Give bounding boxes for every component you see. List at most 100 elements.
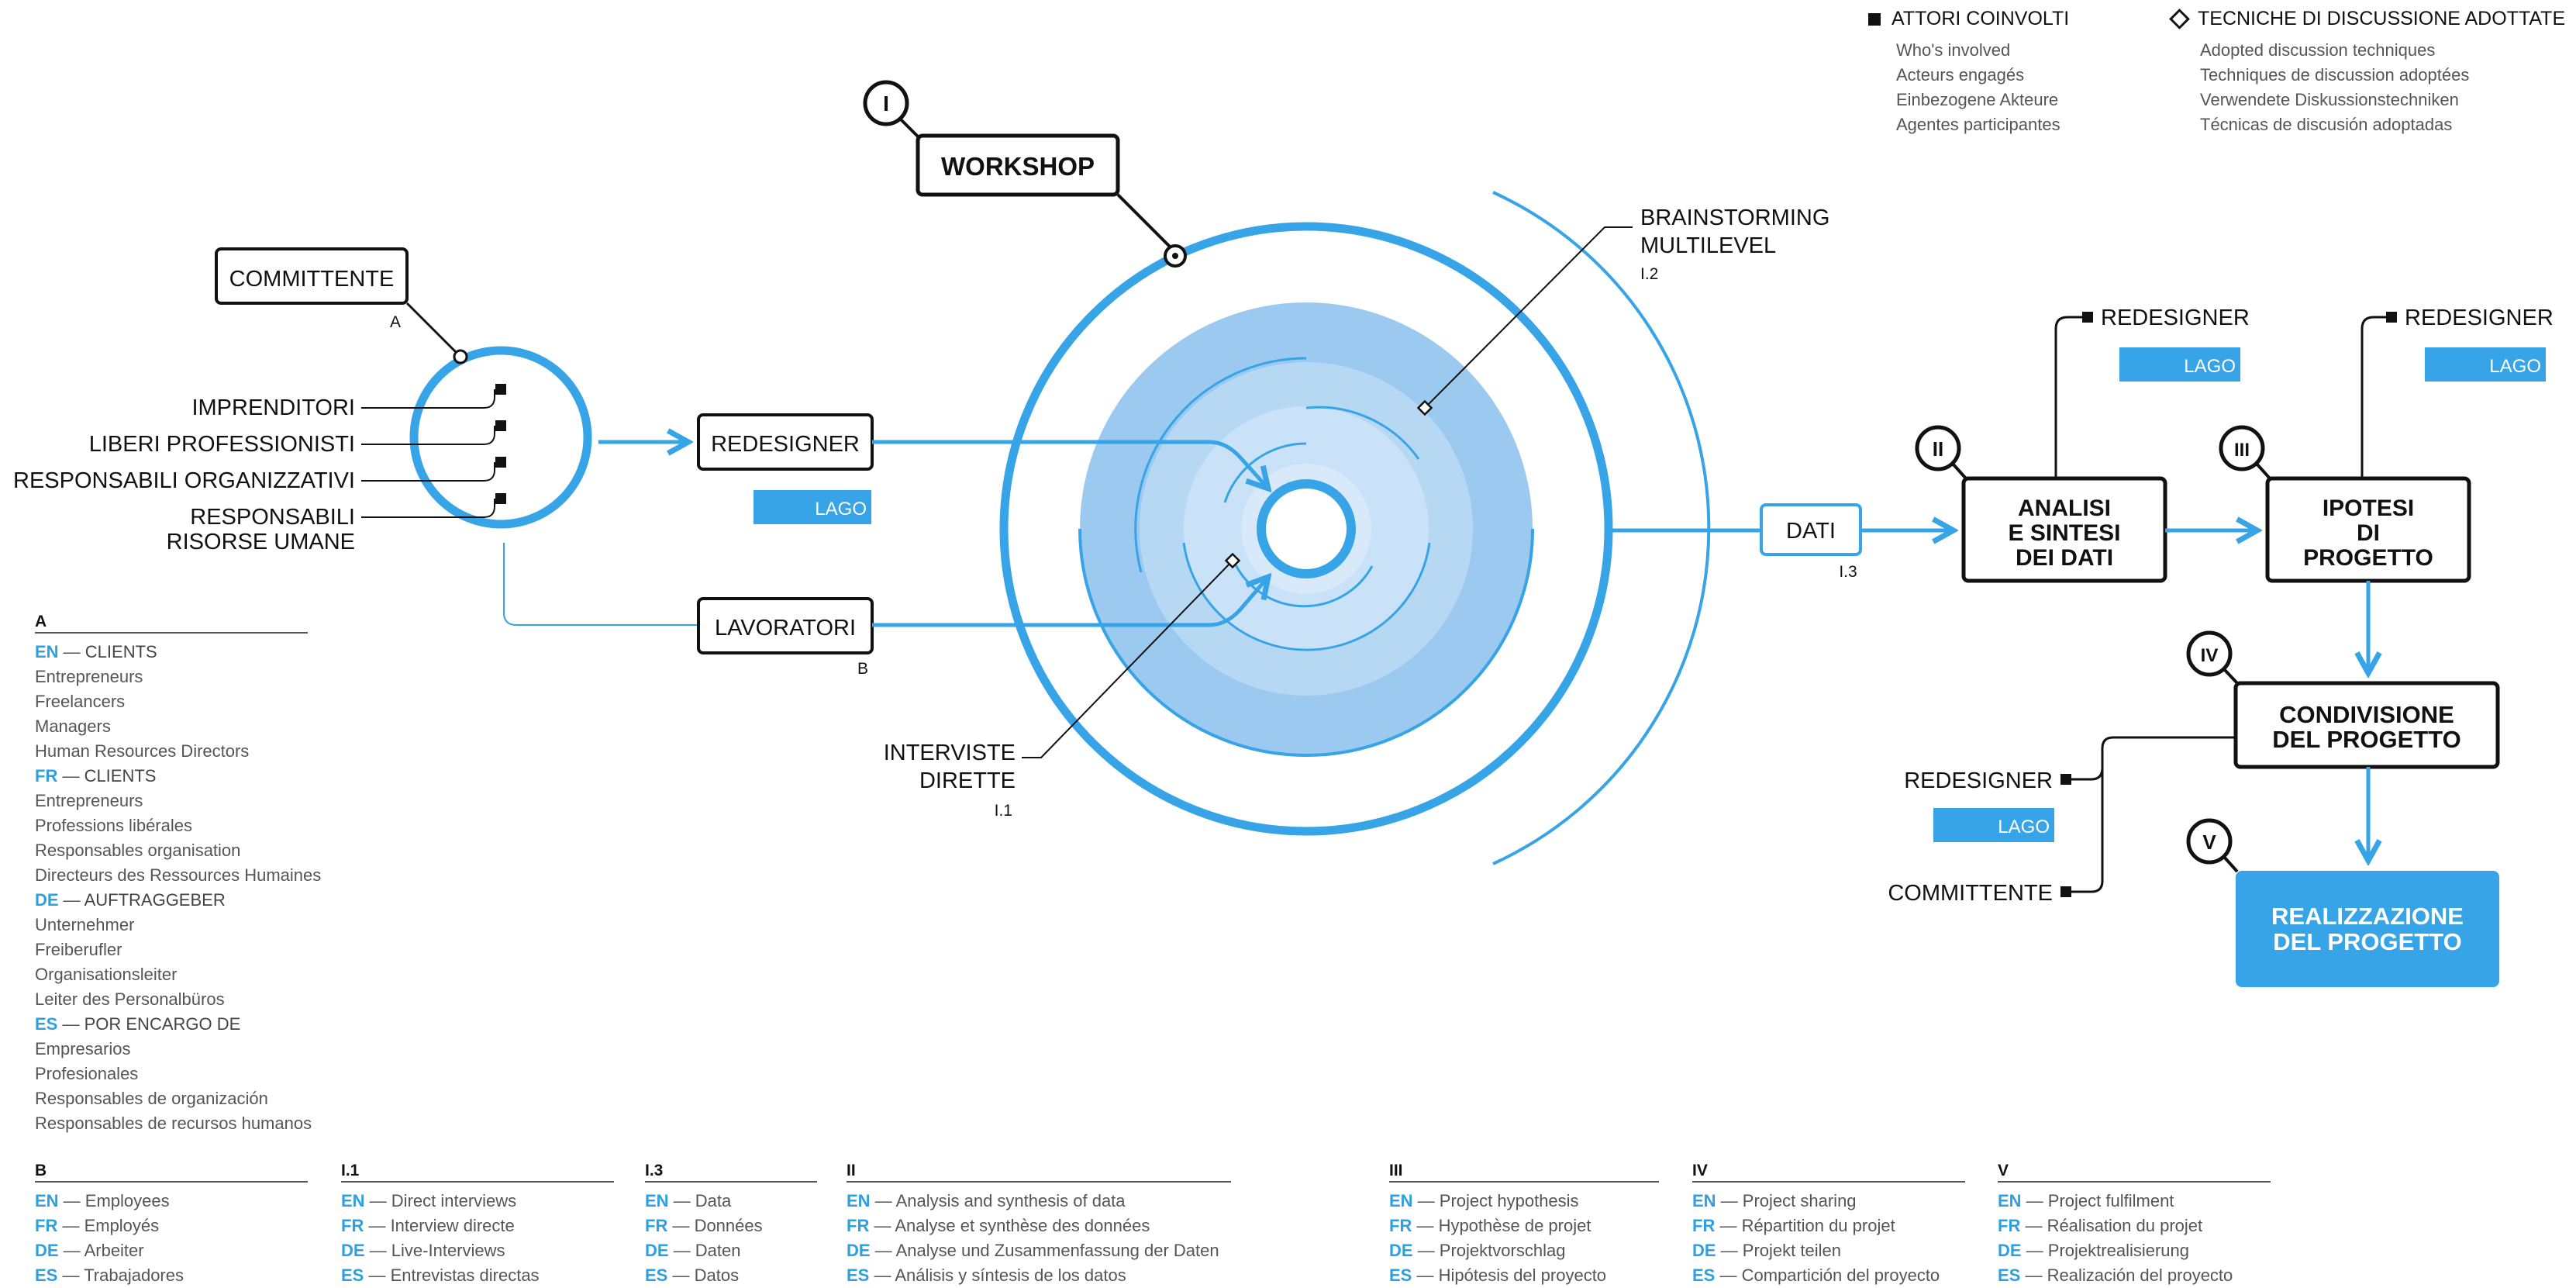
legend-actors-line: Einbezogene Akteure bbox=[1896, 90, 2059, 109]
legend-techniques-line: Técnicas de discusión adoptadas bbox=[2200, 115, 2453, 134]
committente-ref: A bbox=[390, 313, 401, 331]
lavoratori-box[interactable]: LAVORATORI bbox=[697, 597, 874, 654]
redesigner-to-center-arrow bbox=[872, 440, 1268, 489]
analisi-badge-connector bbox=[1951, 462, 1967, 480]
lago-tag-1: LAGO bbox=[753, 490, 871, 524]
note-a-item: Unternehmer bbox=[35, 915, 135, 934]
realizzazione-box[interactable]: REALIZZAZIONE DEL PROGETTO bbox=[2236, 871, 2499, 987]
role-square-icons bbox=[495, 384, 506, 504]
ipotesi-actor-square-icon bbox=[2386, 312, 2397, 323]
svg-text:INTERVISTE: INTERVISTE bbox=[884, 741, 1016, 765]
workshop-connector bbox=[1116, 193, 1172, 249]
note-b-heading: B bbox=[35, 1162, 308, 1183]
svg-text:LAGO: LAGO bbox=[2184, 356, 2236, 377]
note-b-row: FR — Employés bbox=[35, 1216, 160, 1235]
svg-text:DIRETTE: DIRETTE bbox=[919, 768, 1016, 793]
committente-box[interactable]: COMMITTENTE bbox=[215, 247, 409, 305]
condivisione-actors-bracket bbox=[2071, 736, 2236, 893]
note-iv-row: FR — Répartition du projet bbox=[1692, 1216, 1895, 1235]
realizzazione-line-1: REALIZZAZIONE bbox=[2271, 903, 2464, 930]
analisi-actor-square-icon bbox=[2082, 312, 2093, 323]
legend-actors-title: ATTORI COINVOLTI bbox=[1891, 8, 2070, 29]
legend-techniques-line: Verwendete Diskussionstechniken bbox=[2200, 90, 2459, 109]
condivisione-line-2: DEL PROGETTO bbox=[2272, 726, 2460, 753]
note-iv-heading: IV bbox=[1692, 1162, 1965, 1183]
note-i1-row: ES — Entrevistas directas bbox=[341, 1266, 540, 1285]
lavoratori-label: LAVORATORI bbox=[715, 616, 856, 641]
ipotesi-box[interactable]: IPOTESI DI PROGETTO bbox=[2265, 476, 2471, 583]
svg-text:I: I bbox=[883, 92, 889, 116]
note-i3-row: ES — Datos bbox=[645, 1266, 740, 1285]
note-ii-row: DE — Analyse und Zusammenfassung der Dat… bbox=[847, 1241, 1219, 1260]
ipotesi-actor-leader bbox=[2360, 316, 2391, 478]
analisi-line-2: E SINTESI bbox=[2008, 520, 2120, 546]
note-a-item: Leiter des Personalbüros bbox=[35, 989, 225, 1009]
note-a: A EN — CLIENTS Entrepreneurs Freelancers… bbox=[35, 613, 321, 1136]
ipotesi-badge-connector bbox=[2255, 462, 2271, 480]
condivisione-badge-connector bbox=[2223, 668, 2239, 685]
note-iii-row: ES — Hipótesis del proyecto bbox=[1389, 1266, 1607, 1285]
analisi-box[interactable]: ANALISI E SINTESI DEI DATI bbox=[1961, 476, 2167, 583]
filled-square-icon bbox=[1868, 12, 1881, 26]
legend-techniques-line: Adopted discussion techniques bbox=[2200, 40, 2436, 60]
ipotesi-line-2: DI bbox=[2357, 520, 2380, 546]
realizzazione-line-2: DEL PROGETTO bbox=[2273, 928, 2461, 955]
legend-actors-line: Who's involved bbox=[1896, 40, 2011, 60]
note-a-item: Responsables organisation bbox=[35, 841, 241, 860]
condivisione-box[interactable]: CONDIVISIONE DEL PROGETTO bbox=[2233, 681, 2500, 769]
svg-text:IV: IV bbox=[2201, 645, 2219, 666]
condivisione-actor2-square-icon bbox=[2060, 886, 2071, 897]
note-a-group-title: FR — CLIENTS bbox=[35, 766, 157, 786]
note-i3-row: EN — Data bbox=[645, 1191, 732, 1210]
note-a-heading: A bbox=[35, 613, 308, 634]
interviste-ref: I.1 bbox=[995, 802, 1012, 820]
role-leaders bbox=[361, 389, 495, 518]
hollow-diamond-icon bbox=[2169, 9, 2190, 29]
note-iii-heading: III bbox=[1389, 1162, 1659, 1183]
note-v-heading: V bbox=[1998, 1162, 2271, 1183]
dati-box[interactable]: DATI bbox=[1760, 503, 1862, 556]
note-a-item: Managers bbox=[35, 717, 111, 736]
lago-tag-4: LAGO bbox=[1933, 808, 2054, 842]
note-iv-row: ES — Compartición del proyecto bbox=[1692, 1266, 1940, 1285]
analisi-line-1: ANALISI bbox=[2018, 496, 2111, 521]
workshop-box[interactable]: WORKSHOP bbox=[916, 133, 1120, 197]
lago-tag-3: LAGO bbox=[2425, 347, 2546, 382]
note-i1-heading: I.1 bbox=[341, 1162, 614, 1183]
note-a-group-title: EN — CLIENTS bbox=[35, 642, 157, 661]
workshop-node-dot bbox=[1172, 253, 1178, 259]
note-a-item: Responsables de organización bbox=[35, 1089, 268, 1108]
note-a-item: Freiberufler bbox=[35, 940, 122, 959]
note-a-item: Responsables de recursos humanos bbox=[35, 1114, 312, 1133]
lavoratori-ref: B bbox=[857, 660, 868, 678]
note-iv-row: EN — Project sharing bbox=[1692, 1191, 1857, 1210]
ipotesi-numeral-badge: III bbox=[2219, 425, 2265, 471]
lavoratori-to-center-arrow bbox=[872, 577, 1268, 627]
redesigner-box[interactable]: REDESIGNER bbox=[697, 413, 874, 471]
svg-text:MULTILEVEL: MULTILEVEL bbox=[1640, 233, 1776, 258]
note-a-item: Entrepreneurs bbox=[35, 791, 143, 810]
role-imprenditori: IMPRENDITORI bbox=[191, 395, 355, 420]
dati-label: DATI bbox=[1786, 519, 1836, 544]
svg-text:III: III bbox=[2234, 440, 2250, 461]
note-i1-row: EN — Direct interviews bbox=[341, 1191, 517, 1210]
ipotesi-line-1: IPOTESI bbox=[2323, 496, 2414, 521]
note-i1-row: FR — Interview directe bbox=[341, 1216, 515, 1235]
svg-text:BRAINSTORMING: BRAINSTORMING bbox=[1640, 205, 1829, 230]
ipotesi-actor-label: REDESIGNER bbox=[2405, 306, 2554, 330]
note-b: B EN — Employees FR — Employés DE — Arbe… bbox=[35, 1162, 308, 1288]
workshop-numeral-badge: I bbox=[863, 80, 909, 126]
note-i1-row: DE — Live-Interviews bbox=[341, 1241, 505, 1260]
note-a-group-title: DE — AUFTRAGGEBER bbox=[35, 890, 226, 910]
note-ii-row: FR — Analyse et synthèse des données bbox=[847, 1216, 1150, 1235]
note-i3-row: FR — Données bbox=[645, 1216, 763, 1235]
note-v-row: EN — Project fulfilment bbox=[1998, 1191, 2174, 1210]
note-iii-row: FR — Hypothèse de projet bbox=[1389, 1216, 1591, 1235]
condivisione-numeral-badge: IV bbox=[2186, 630, 2233, 677]
note-v-row: FR — Réalisation du projet bbox=[1998, 1216, 2203, 1235]
svg-text:LAGO: LAGO bbox=[815, 499, 867, 520]
note-ii-heading: II bbox=[847, 1162, 1231, 1183]
brainstorming-ref: I.2 bbox=[1640, 265, 1658, 283]
condivisione-actor1-label: REDESIGNER bbox=[1904, 768, 2053, 793]
brainstorming-diamond-icon bbox=[1416, 399, 1433, 416]
